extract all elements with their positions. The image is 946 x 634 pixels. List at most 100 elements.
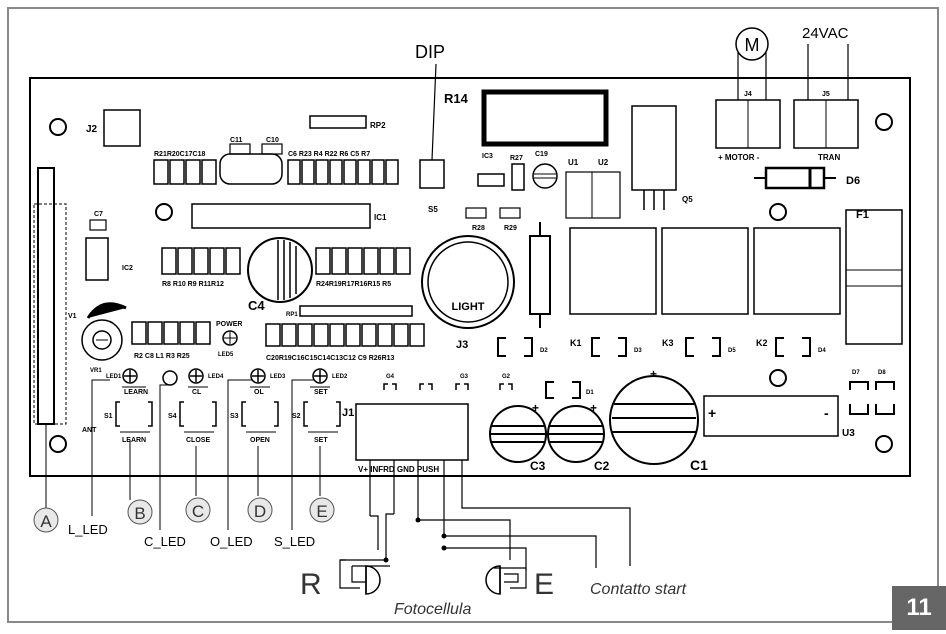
pcb-board xyxy=(29,77,911,477)
set-top-label: SET xyxy=(314,389,328,396)
d7-label: D7 xyxy=(852,370,860,376)
junction-dot xyxy=(383,557,389,563)
diode-brackets xyxy=(497,337,811,357)
mid-res-bottom-label: C20R19C16C15C14C13C12 C9 R26R13 xyxy=(266,355,395,362)
mid-left-resistor-strip xyxy=(161,247,241,275)
r27 xyxy=(511,163,525,191)
page-number: 11 xyxy=(892,586,946,630)
ol-top-label: OL xyxy=(254,389,264,396)
s2-label: S2 xyxy=(292,413,301,420)
u2-label: U2 xyxy=(598,158,609,167)
learn-top-label: LEARN xyxy=(124,389,148,396)
r-label: R xyxy=(300,568,322,601)
j2-connector xyxy=(103,109,141,147)
rp2-label: RP2 xyxy=(370,121,386,130)
c1-plus: + xyxy=(650,367,657,381)
junction-dot xyxy=(441,533,447,539)
left-bottom-resistor-strip xyxy=(131,321,211,345)
led4-label: LED4 xyxy=(208,374,224,380)
callout-a: A xyxy=(33,424,59,533)
u3-rectifier xyxy=(703,395,839,437)
mid-right-resistor-strip xyxy=(315,247,411,275)
r29 xyxy=(499,207,521,219)
ic1-chip xyxy=(191,203,371,229)
r28 xyxy=(465,207,487,219)
d1-diode xyxy=(545,381,581,399)
j5-label: J5 xyxy=(822,91,830,98)
c19-label: C19 xyxy=(535,151,548,158)
k3-label: K3 xyxy=(662,338,674,348)
led1 xyxy=(122,368,138,384)
ic3 xyxy=(477,173,505,187)
callout-b: B xyxy=(127,440,153,525)
f1-label: F1 xyxy=(856,209,869,221)
motor-symbol-label: M xyxy=(745,35,760,55)
r27-label: R27 xyxy=(510,155,523,162)
ic3-label: IC3 xyxy=(482,153,493,160)
d2-label: D2 xyxy=(540,348,548,354)
s5-label: S5 xyxy=(428,205,438,214)
c1-label: C1 xyxy=(690,457,708,473)
callout-e: E xyxy=(309,446,335,523)
c19-capacitor xyxy=(532,163,558,189)
u3-plus: + xyxy=(708,405,716,421)
d8-label: D8 xyxy=(878,370,886,376)
mounting-hole xyxy=(875,435,893,453)
s1-label: S1 xyxy=(104,413,113,420)
rp2-resistor xyxy=(309,115,367,129)
q5-transistor xyxy=(631,105,677,191)
e-label: E xyxy=(534,568,554,601)
vr1-label: VR1 xyxy=(90,368,102,374)
mounting-hole xyxy=(49,118,67,136)
c-led-label: C_LED xyxy=(144,534,186,549)
vr1-knob xyxy=(86,302,127,319)
junction-dot xyxy=(415,517,421,523)
c4-label: C4 xyxy=(248,298,265,313)
power-label: POWER xyxy=(216,321,242,328)
svg-text:A: A xyxy=(40,512,52,531)
r29-label: R29 xyxy=(504,225,517,232)
c2-capacitor xyxy=(547,405,605,463)
outer-border xyxy=(7,7,939,623)
u3-minus: - xyxy=(824,405,829,421)
light-inner-ring xyxy=(427,241,509,323)
u1-label: U1 xyxy=(568,158,579,167)
mid-res-right-label: R24R19R17R16R15 R5 xyxy=(316,281,391,288)
close-switch xyxy=(179,401,217,427)
d1-label: D1 xyxy=(586,390,594,396)
led-leaders xyxy=(91,379,314,530)
mid-bottom-resistor-strip xyxy=(265,323,425,347)
callout-d: D xyxy=(247,446,273,523)
motor-terminal-label: + MOTOR - xyxy=(718,153,760,162)
j1-label: J1 xyxy=(342,407,354,419)
k1-label: K1 xyxy=(570,338,582,348)
learn-bottom-label: LEARN xyxy=(122,437,146,444)
contatto-start-label: Contatto start xyxy=(590,581,687,598)
svg-text:B: B xyxy=(134,504,145,523)
vr1-center xyxy=(92,330,112,350)
c4-stripes xyxy=(277,240,297,300)
rp1-label: RP1 xyxy=(286,312,298,318)
set-switch xyxy=(303,401,341,427)
l-led-label: L_LED xyxy=(68,522,108,537)
j4-label: J4 xyxy=(744,91,752,98)
led2-label: LED2 xyxy=(332,374,348,380)
k2-label: K2 xyxy=(756,338,768,348)
k1-relay xyxy=(569,227,657,315)
c7-label: C7 xyxy=(94,211,103,218)
c2-label: C2 xyxy=(594,459,610,473)
c10-label: C10 xyxy=(266,137,279,144)
top-res-right-label: C6 R23 R4 R22 R6 C5 R7 xyxy=(288,151,370,158)
led2 xyxy=(312,368,328,384)
s4-label: S4 xyxy=(168,413,177,420)
dip-label: DIP xyxy=(415,42,445,62)
u3-label: U3 xyxy=(842,428,855,439)
mounting-hole xyxy=(875,113,893,131)
r28-label: R28 xyxy=(472,225,485,232)
mid-res-left-label: R8 R10 R9 R11R12 xyxy=(162,281,224,288)
ic2-label: IC2 xyxy=(122,265,133,272)
d5-label: D5 xyxy=(728,348,736,354)
led-group xyxy=(122,368,328,384)
button-underlines xyxy=(120,386,338,433)
